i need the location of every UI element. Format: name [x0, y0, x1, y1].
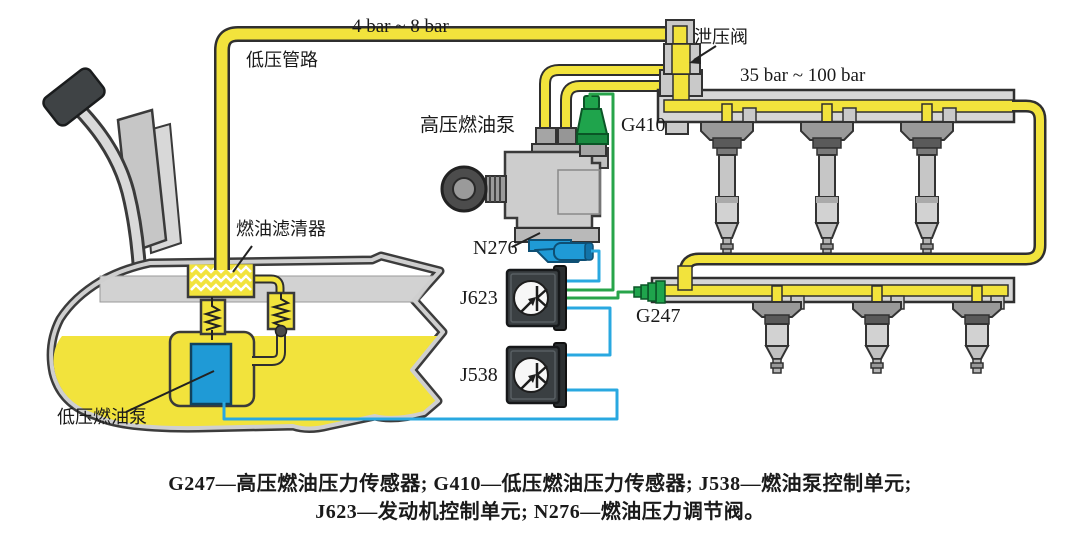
relief-valve-arrowhead	[689, 55, 701, 64]
wire-g410-to-j623	[564, 92, 615, 292]
label-low-pressure-line: 低压管路	[246, 50, 318, 70]
pointer-n276	[511, 232, 541, 248]
caption-line-1: G247—高压燃油压力传感器; G410—低压燃油压力传感器; J538—燃油泵…	[168, 473, 912, 495]
label-j538: J538	[460, 364, 498, 386]
pump-roller-follower	[440, 165, 507, 213]
wire-j623-to-g247	[564, 290, 638, 300]
label-low-pressure-pump: 低压燃油泵	[57, 407, 147, 427]
wire-n276-to-j623	[564, 249, 601, 283]
label-g247: G247	[636, 305, 681, 327]
lower-fuel-rail	[650, 265, 1016, 304]
label-g410: G410	[621, 114, 666, 136]
pressure-regulator-left	[199, 297, 227, 340]
label-fuel-filter: 燃油滤清器	[236, 219, 326, 239]
fuel-tank	[46, 251, 448, 433]
label-j623: J623	[460, 287, 498, 309]
ecu-j623	[505, 264, 568, 332]
low-pressure-supply-pipe	[214, 26, 672, 270]
pressure-regulator-right	[266, 291, 296, 338]
n276-valve	[528, 239, 594, 263]
label-high-pressure-pump: 高压燃油泵	[420, 115, 516, 136]
pointer-lp-pump	[125, 370, 215, 413]
pointer-fuel-filter	[232, 245, 253, 273]
filler-cap	[42, 67, 106, 127]
wire-j538-to-lp-pump	[222, 388, 619, 421]
rail-connecting-pipe	[678, 99, 1047, 284]
g247-sensor	[633, 280, 666, 304]
relief-valve-assembly	[663, 19, 701, 75]
high-pressure-pump	[440, 127, 609, 243]
label-high-pressure-range: 35 bar ~ 100 bar	[740, 65, 866, 86]
g410-sensor	[575, 95, 609, 157]
filler-neck	[42, 67, 183, 264]
label-n276: N276	[473, 237, 518, 259]
ecu-j538	[505, 341, 568, 409]
injector-upper-2	[800, 103, 857, 254]
label-relief-valve: 泄压阀	[694, 27, 748, 47]
low-pressure-pump	[189, 342, 233, 406]
caption-line-2: J623—发动机控制单元; N276—燃油压力调节阀。	[315, 501, 765, 523]
injector-upper-1	[700, 103, 757, 254]
wire-j623-to-j538	[564, 306, 612, 357]
label-low-pressure-range: 4 bar ~ 8 bar	[352, 16, 449, 37]
signal-wires	[222, 92, 638, 421]
pump-outlet-pipes	[539, 64, 676, 132]
injector-upper-3	[900, 103, 957, 254]
